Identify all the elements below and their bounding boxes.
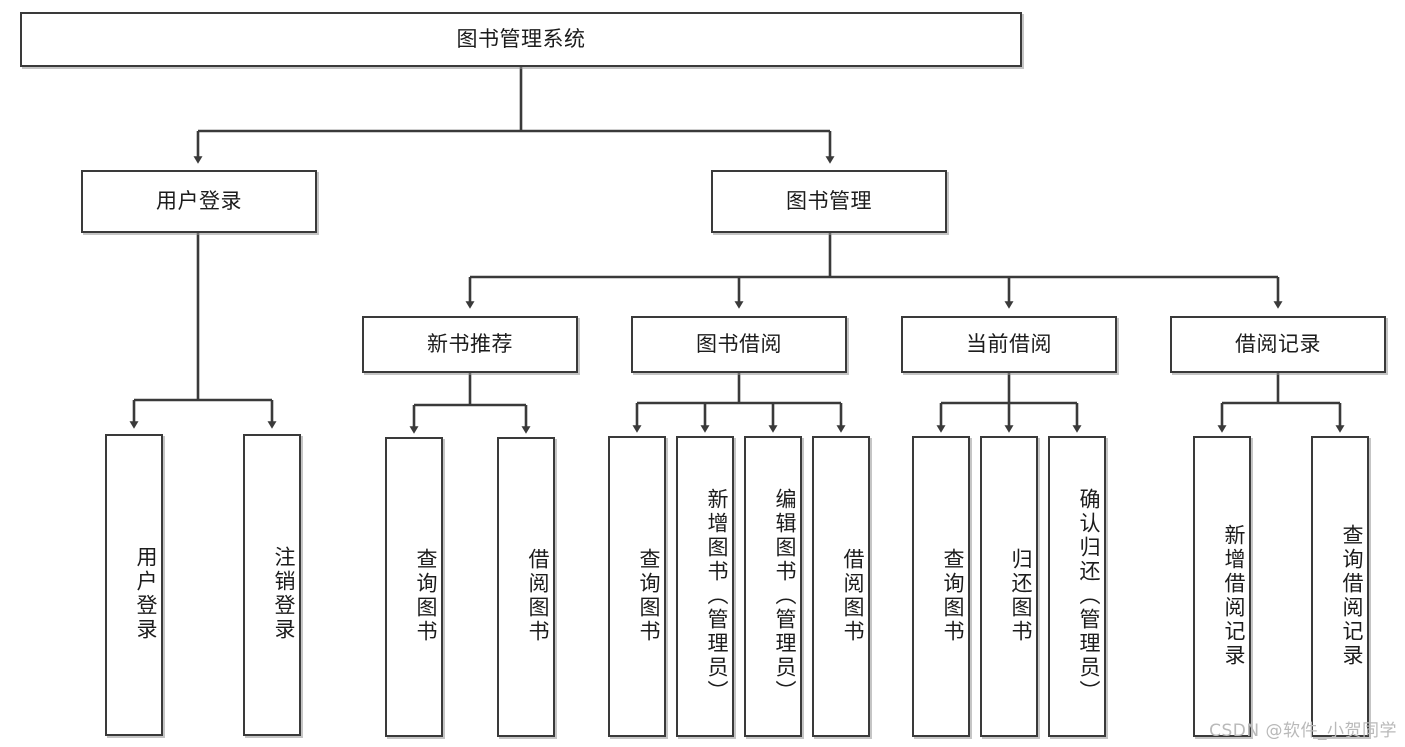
leaf-query-book-borrow[interactable]: 查询图书 <box>608 436 666 737</box>
leaf-user-login[interactable]: 用户登录 <box>105 434 163 736</box>
leaf-query-borrow-record[interactable]: 查询借阅记录 <box>1311 436 1369 737</box>
leaf-return-book[interactable]: 归还图书 <box>980 436 1038 737</box>
node-book-management[interactable]: 图书管理 <box>711 170 947 233</box>
node-user-login[interactable]: 用户登录 <box>81 170 317 233</box>
csdn-watermark: CSDN @软件_小贺同学 <box>1209 721 1397 741</box>
node-borrow-record[interactable]: 借阅记录 <box>1170 316 1386 373</box>
node-new-book-recommend[interactable]: 新书推荐 <box>362 316 578 373</box>
node-root-system[interactable]: 图书管理系统 <box>20 12 1022 67</box>
node-current-borrow[interactable]: 当前借阅 <box>901 316 1117 373</box>
leaf-edit-book-admin[interactable]: 编辑图书（管理员） <box>744 436 802 737</box>
leaf-borrow-book-borrow[interactable]: 借阅图书 <box>812 436 870 737</box>
leaf-logout-login[interactable]: 注销登录 <box>243 434 301 736</box>
leaf-add-book-admin[interactable]: 新增图书（管理员） <box>676 436 734 737</box>
leaf-borrow-book-recommend[interactable]: 借阅图书 <box>497 437 555 737</box>
node-book-borrow[interactable]: 图书借阅 <box>631 316 847 373</box>
leaf-confirm-return-admin[interactable]: 确认归还（管理员） <box>1048 436 1106 737</box>
leaf-add-borrow-record[interactable]: 新增借阅记录 <box>1193 436 1251 737</box>
leaf-query-book-current[interactable]: 查询图书 <box>912 436 970 737</box>
leaf-query-book-recommend[interactable]: 查询图书 <box>385 437 443 737</box>
